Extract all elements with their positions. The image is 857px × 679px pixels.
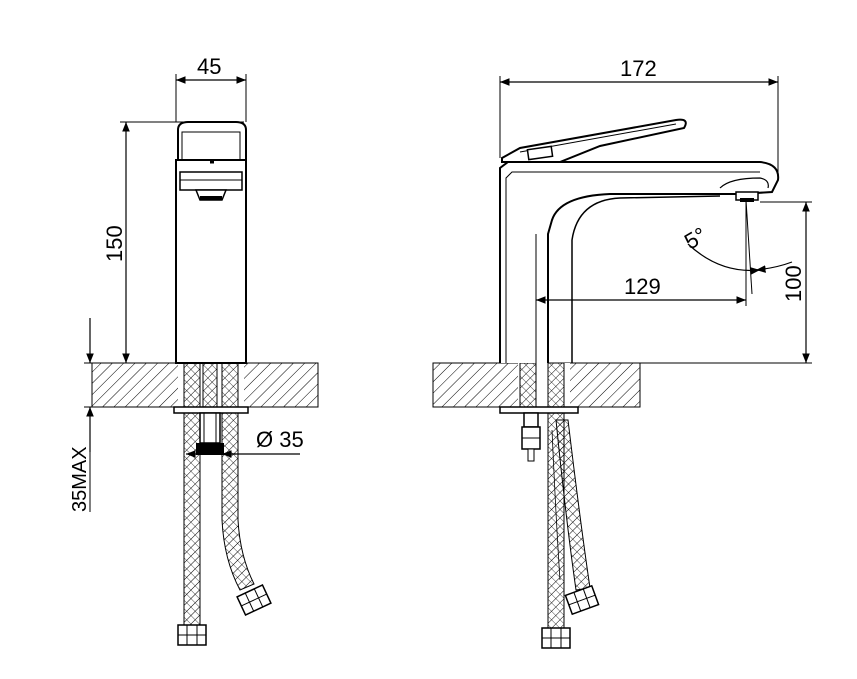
dim-hole-diameter: Ø 35: [256, 427, 304, 452]
dim-spout-angle: 5°: [680, 222, 711, 254]
dim-deck-thickness: 35MAX: [69, 446, 91, 512]
front-hose-left: [183, 412, 201, 626]
dim-spout-height: 100: [781, 265, 806, 302]
side-view: 172 129 100 5°: [432, 56, 812, 649]
dim-front-height: 150: [102, 225, 127, 262]
front-handle: [177, 121, 247, 161]
front-hose-right: [221, 412, 255, 591]
dim-side-length: 172: [620, 56, 657, 81]
front-view: 45 150 35MAX Ø 35: [69, 54, 319, 646]
dim-front-width: 45: [197, 54, 221, 79]
dim-spout-reach: 129: [624, 274, 661, 299]
